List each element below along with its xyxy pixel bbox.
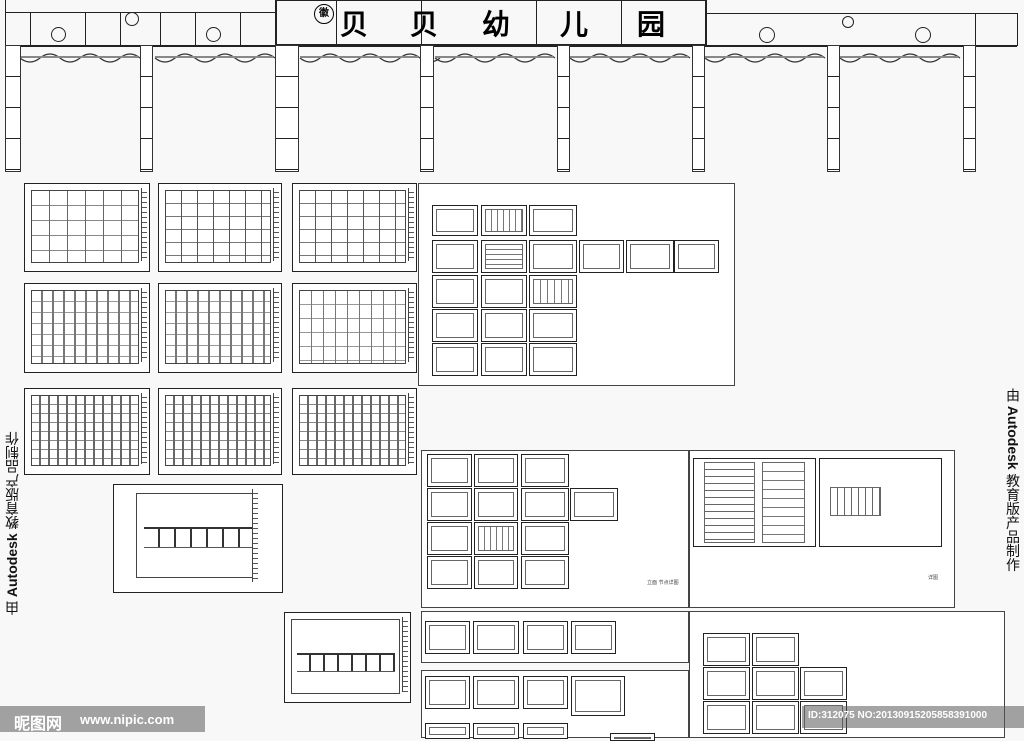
detail-group-4 xyxy=(421,611,689,663)
detail-group-2: 立面 节点详图 xyxy=(421,450,689,608)
round-window-icon xyxy=(51,27,66,42)
column xyxy=(140,45,153,172)
ceiling-plan-sheet xyxy=(24,388,150,475)
elevation-sheet xyxy=(113,484,283,593)
column xyxy=(420,45,434,172)
school-sign: 徽 贝 贝 幼 儿 园 xyxy=(276,0,706,45)
detail-group-6 xyxy=(421,670,689,741)
emblem: 徽 xyxy=(314,4,334,24)
floor-plan-sheet xyxy=(292,183,417,272)
sign-char-2: 贝 xyxy=(409,8,438,41)
floor-plan-sheet xyxy=(158,283,282,373)
watermark-id-bar xyxy=(802,706,1024,728)
round-window-icon xyxy=(759,27,775,43)
caption-left: 由 Autodesk 教育版产品制作 xyxy=(4,431,20,615)
column xyxy=(5,45,21,172)
detail-group-3: 详图 xyxy=(689,450,955,608)
group-a-note: 立面 节点详图 xyxy=(647,580,679,586)
caption-right: 由 Autodesk 教育版产品制作 xyxy=(1005,388,1021,572)
column xyxy=(963,45,976,172)
elevation-sheet xyxy=(284,612,411,703)
floor-plan-sheet xyxy=(24,183,150,272)
ceiling-plan-sheet xyxy=(292,388,417,475)
watermark-logo: 昵图网 xyxy=(14,716,63,733)
round-window-icon xyxy=(206,27,221,42)
floor-plan-sheet xyxy=(24,283,150,373)
column xyxy=(692,45,705,172)
sign-char-5: 园 xyxy=(636,8,665,41)
round-window-icon xyxy=(842,16,854,28)
watermark-bar xyxy=(0,706,205,732)
round-window-icon xyxy=(125,12,139,26)
watermark-url: www.nipic.com xyxy=(80,712,175,727)
round-window-icon xyxy=(915,27,931,43)
floor-plan-sheet xyxy=(292,283,417,373)
column xyxy=(275,45,299,172)
wavy-canopy xyxy=(19,53,961,63)
sign-char-4: 儿 xyxy=(559,8,588,41)
group-b-note: 详图 xyxy=(928,575,939,581)
detail-group-1 xyxy=(418,183,735,386)
sign-char-3: 幼 xyxy=(481,8,510,41)
watermark-id: ID:312075 NO:20130915205858391000 xyxy=(808,710,988,721)
floor-plan-sheet xyxy=(158,183,282,272)
column xyxy=(557,45,570,172)
ceiling-plan-sheet xyxy=(158,388,282,475)
sign-char-1: 贝 xyxy=(339,8,368,41)
column xyxy=(827,45,840,172)
facade-elevation: 徽 贝 贝 幼 儿 园 xyxy=(0,0,1024,180)
